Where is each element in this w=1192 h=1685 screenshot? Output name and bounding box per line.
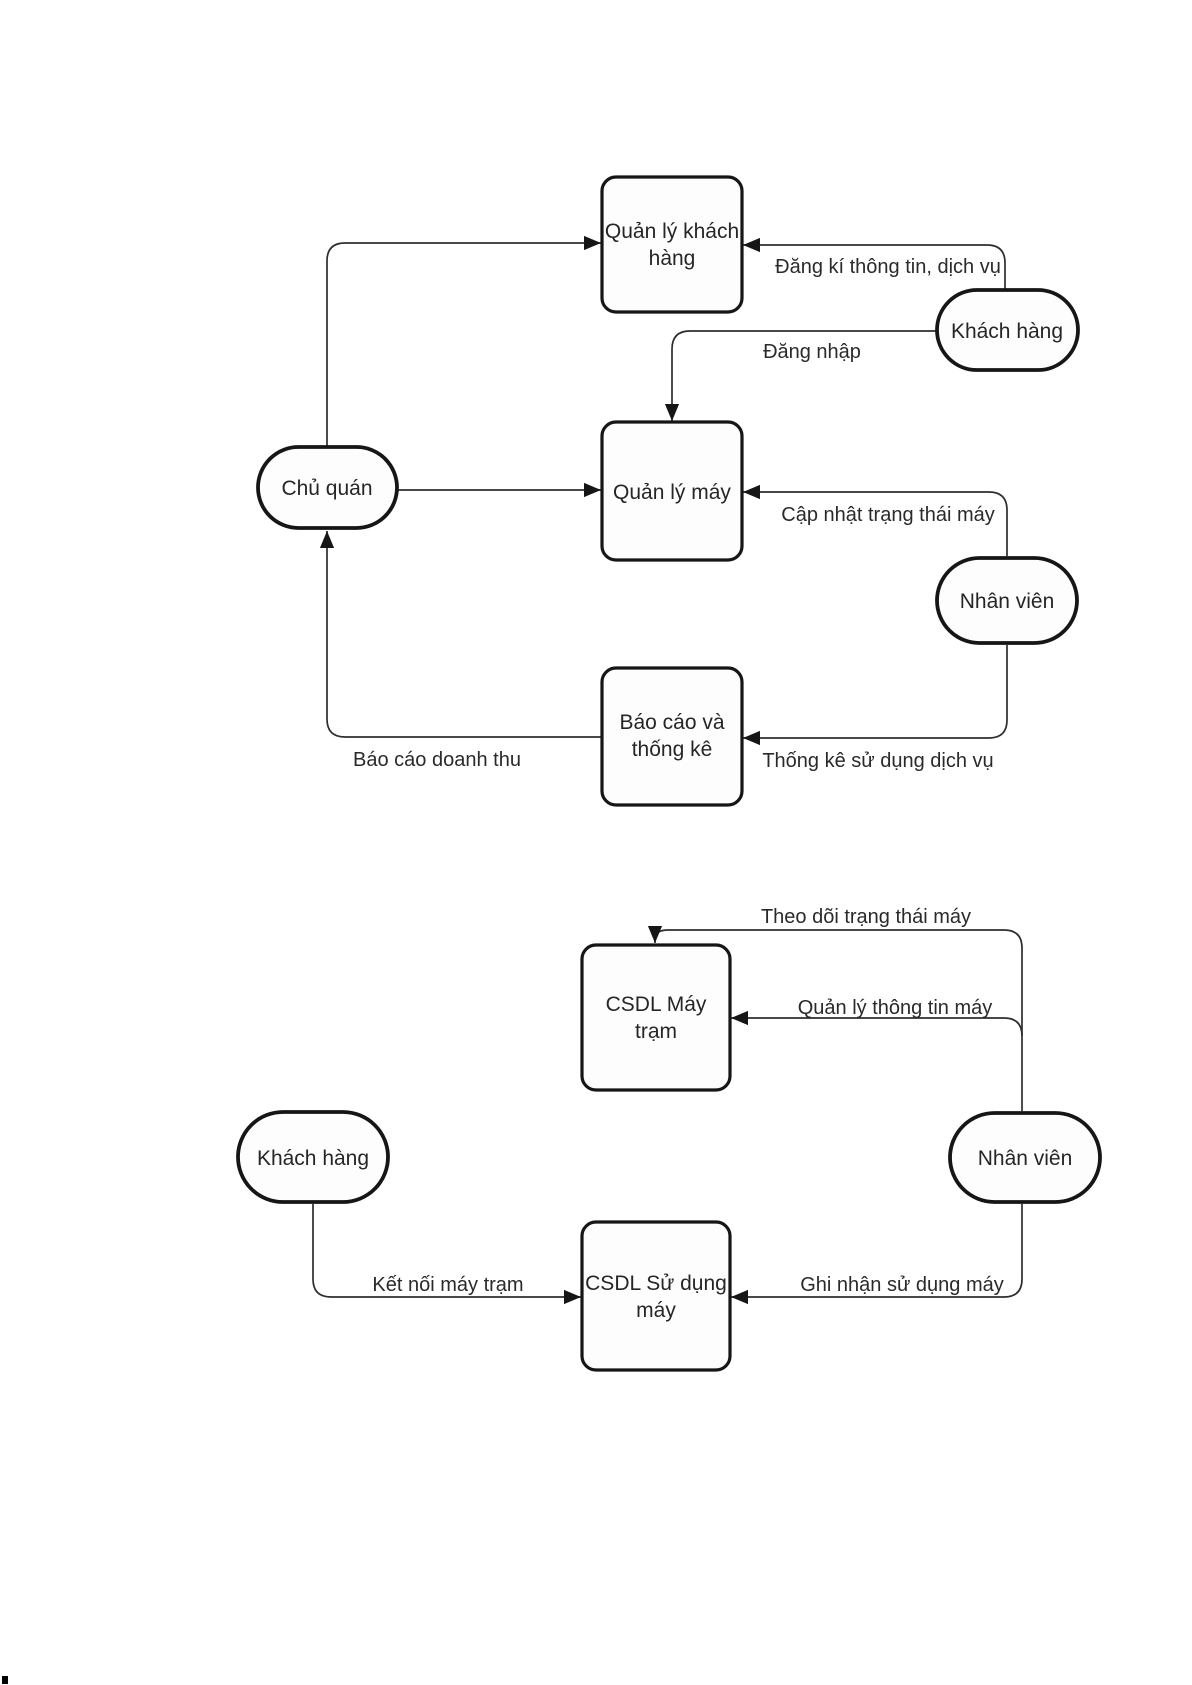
edge-dang-ki <box>743 237 1006 292</box>
edge-bao-cao-doanh-thu <box>319 531 602 738</box>
node-label: CSDL Máy <box>606 993 707 1016</box>
edge-label-ket-noi: Kết nối máy trạm <box>372 1274 523 1296</box>
diagram-bottom: Theo dõi trạng thái máy Quản lý thông ti… <box>236 906 1102 1372</box>
node-label: hàng <box>649 247 696 270</box>
edge-label-dang-ki: Đăng kí thông tin, dịch vụ <box>775 256 1001 278</box>
node-quan-ly-khach-hang: Quản lý khách hàng <box>600 175 744 314</box>
edge-label-quan-ly-thong-tin: Quản lý thông tin máy <box>798 997 993 1019</box>
edge-theo-doi <box>647 926 1023 1111</box>
actor-shape <box>256 445 399 530</box>
edge-label-dang-nhap: Đăng nhập <box>763 341 861 363</box>
node-chu-quan: Chủ quán <box>256 445 399 530</box>
node-khach-hang-top: Khách hàng <box>935 288 1080 372</box>
edge-label-cap-nhat: Cập nhật trạng thái máy <box>781 504 994 526</box>
process-box <box>600 420 744 562</box>
node-csdl-may-tram: CSDL Máy trạm <box>580 943 732 1092</box>
actor-shape <box>935 288 1080 372</box>
edge-ghi-nhan <box>731 1204 1023 1305</box>
edge-thong-ke <box>743 645 1008 746</box>
edge-label-thong-ke: Thống kê sử dụng dịch vụ <box>762 750 993 772</box>
node-khach-hang-bottom: Khách hàng <box>236 1110 390 1204</box>
edge-chu-quan-to-quan-ly-khach-hang <box>326 235 601 449</box>
node-bao-cao-thong-ke: Báo cáo và thống kê <box>600 666 744 807</box>
edge-label-theo-doi: Theo dõi trạng thái máy <box>761 906 971 928</box>
actor-shape <box>935 556 1079 645</box>
node-label: Nhân viên <box>960 590 1055 613</box>
actor-shape <box>948 1111 1102 1204</box>
process-box <box>600 666 744 807</box>
edge-ket-noi <box>312 1204 581 1305</box>
edge-label-ghi-nhan: Ghi nhận sử dụng máy <box>800 1274 1004 1296</box>
node-nhan-vien-top: Nhân viên <box>935 556 1079 645</box>
actor-shape <box>236 1110 390 1204</box>
edge-dang-nhap <box>664 330 937 421</box>
node-label: Khách hàng <box>257 1147 369 1170</box>
node-quan-ly-may: Quản lý máy <box>600 420 744 562</box>
stray-mark <box>2 1676 8 1684</box>
process-box <box>580 1220 732 1372</box>
node-label: Chủ quán <box>281 477 372 500</box>
diagram-top: Đăng kí thông tin, dịch vụ Đăng nhập Cập… <box>256 175 1080 807</box>
node-label: thống kê <box>632 738 713 761</box>
process-box <box>600 175 744 314</box>
node-label: Nhân viên <box>978 1147 1073 1170</box>
edge-quan-ly-thong-tin <box>731 1010 1023 1037</box>
node-label: CSDL Sử dụng <box>585 1272 727 1295</box>
node-csdl-su-dung-may: CSDL Sử dụng máy <box>580 1220 732 1372</box>
node-label: Khách hàng <box>951 320 1063 343</box>
node-nhan-vien-bottom: Nhân viên <box>948 1111 1102 1204</box>
node-label: trạm <box>635 1020 677 1043</box>
edge-cap-nhat <box>743 484 1008 556</box>
node-label: Quản lý máy <box>613 481 731 504</box>
node-label: máy <box>636 1299 676 1322</box>
node-label: Báo cáo và <box>619 711 724 734</box>
edge-label-bao-cao-doanh-thu: Báo cáo doanh thu <box>353 749 521 771</box>
process-box <box>580 943 732 1092</box>
node-label: Quản lý khách <box>605 220 739 243</box>
